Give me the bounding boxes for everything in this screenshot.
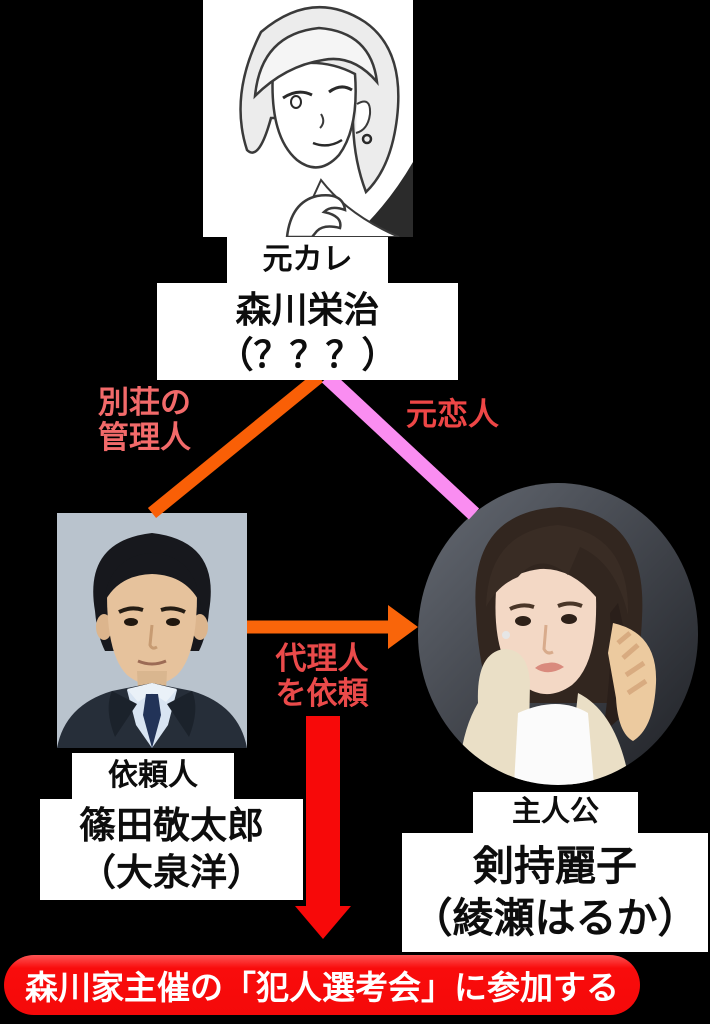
villa-caretaker-line: [147, 371, 324, 519]
right-character-name: 剣持麗子: [473, 843, 637, 890]
top-character-photo: [203, 0, 413, 237]
participate-arrow: [295, 716, 351, 939]
left-character-role: 依頼人: [108, 759, 198, 793]
man-portrait: [57, 513, 247, 748]
left-character-actor: （大泉洋）: [79, 851, 264, 893]
ex-lover-label: 元恋人: [406, 397, 499, 432]
left-character-name: 篠田敬太郎: [79, 805, 264, 847]
right-character-actor: （綾瀬はるか）: [411, 894, 699, 941]
top-character-role-box: 元カレ: [227, 237, 388, 283]
right-character-role: 主人公: [511, 796, 599, 829]
top-character-actor: （？？？）: [217, 333, 398, 375]
event-banner: 森川家主催の「犯人選考会」に参加する: [4, 955, 640, 1015]
request-agent-arrow: [247, 605, 418, 649]
right-character-name-box: 剣持麗子 （綾瀬はるか）: [402, 833, 708, 952]
left-character-photo: [57, 513, 247, 748]
manga-man-illustration: [203, 0, 413, 237]
left-character-role-box: 依頼人: [72, 753, 234, 799]
request-agent-label: 代理人 を依頼: [275, 641, 369, 711]
right-character-role-box: 主人公: [473, 792, 638, 833]
event-banner-text: 森川家主催の「犯人選考会」に参加する: [25, 969, 619, 1006]
right-character-photo: [418, 483, 698, 785]
top-character-name: 森川栄治: [235, 288, 380, 330]
villa-caretaker-label: 別荘の 管理人: [98, 385, 191, 455]
top-character-role: 元カレ: [262, 243, 353, 277]
ex-lover-line: [321, 371, 480, 520]
woman-portrait: [418, 483, 698, 785]
left-character-name-box: 篠田敬太郎 （大泉洋）: [40, 799, 303, 900]
top-character-name-box: 森川栄治 （？？？）: [157, 283, 458, 380]
